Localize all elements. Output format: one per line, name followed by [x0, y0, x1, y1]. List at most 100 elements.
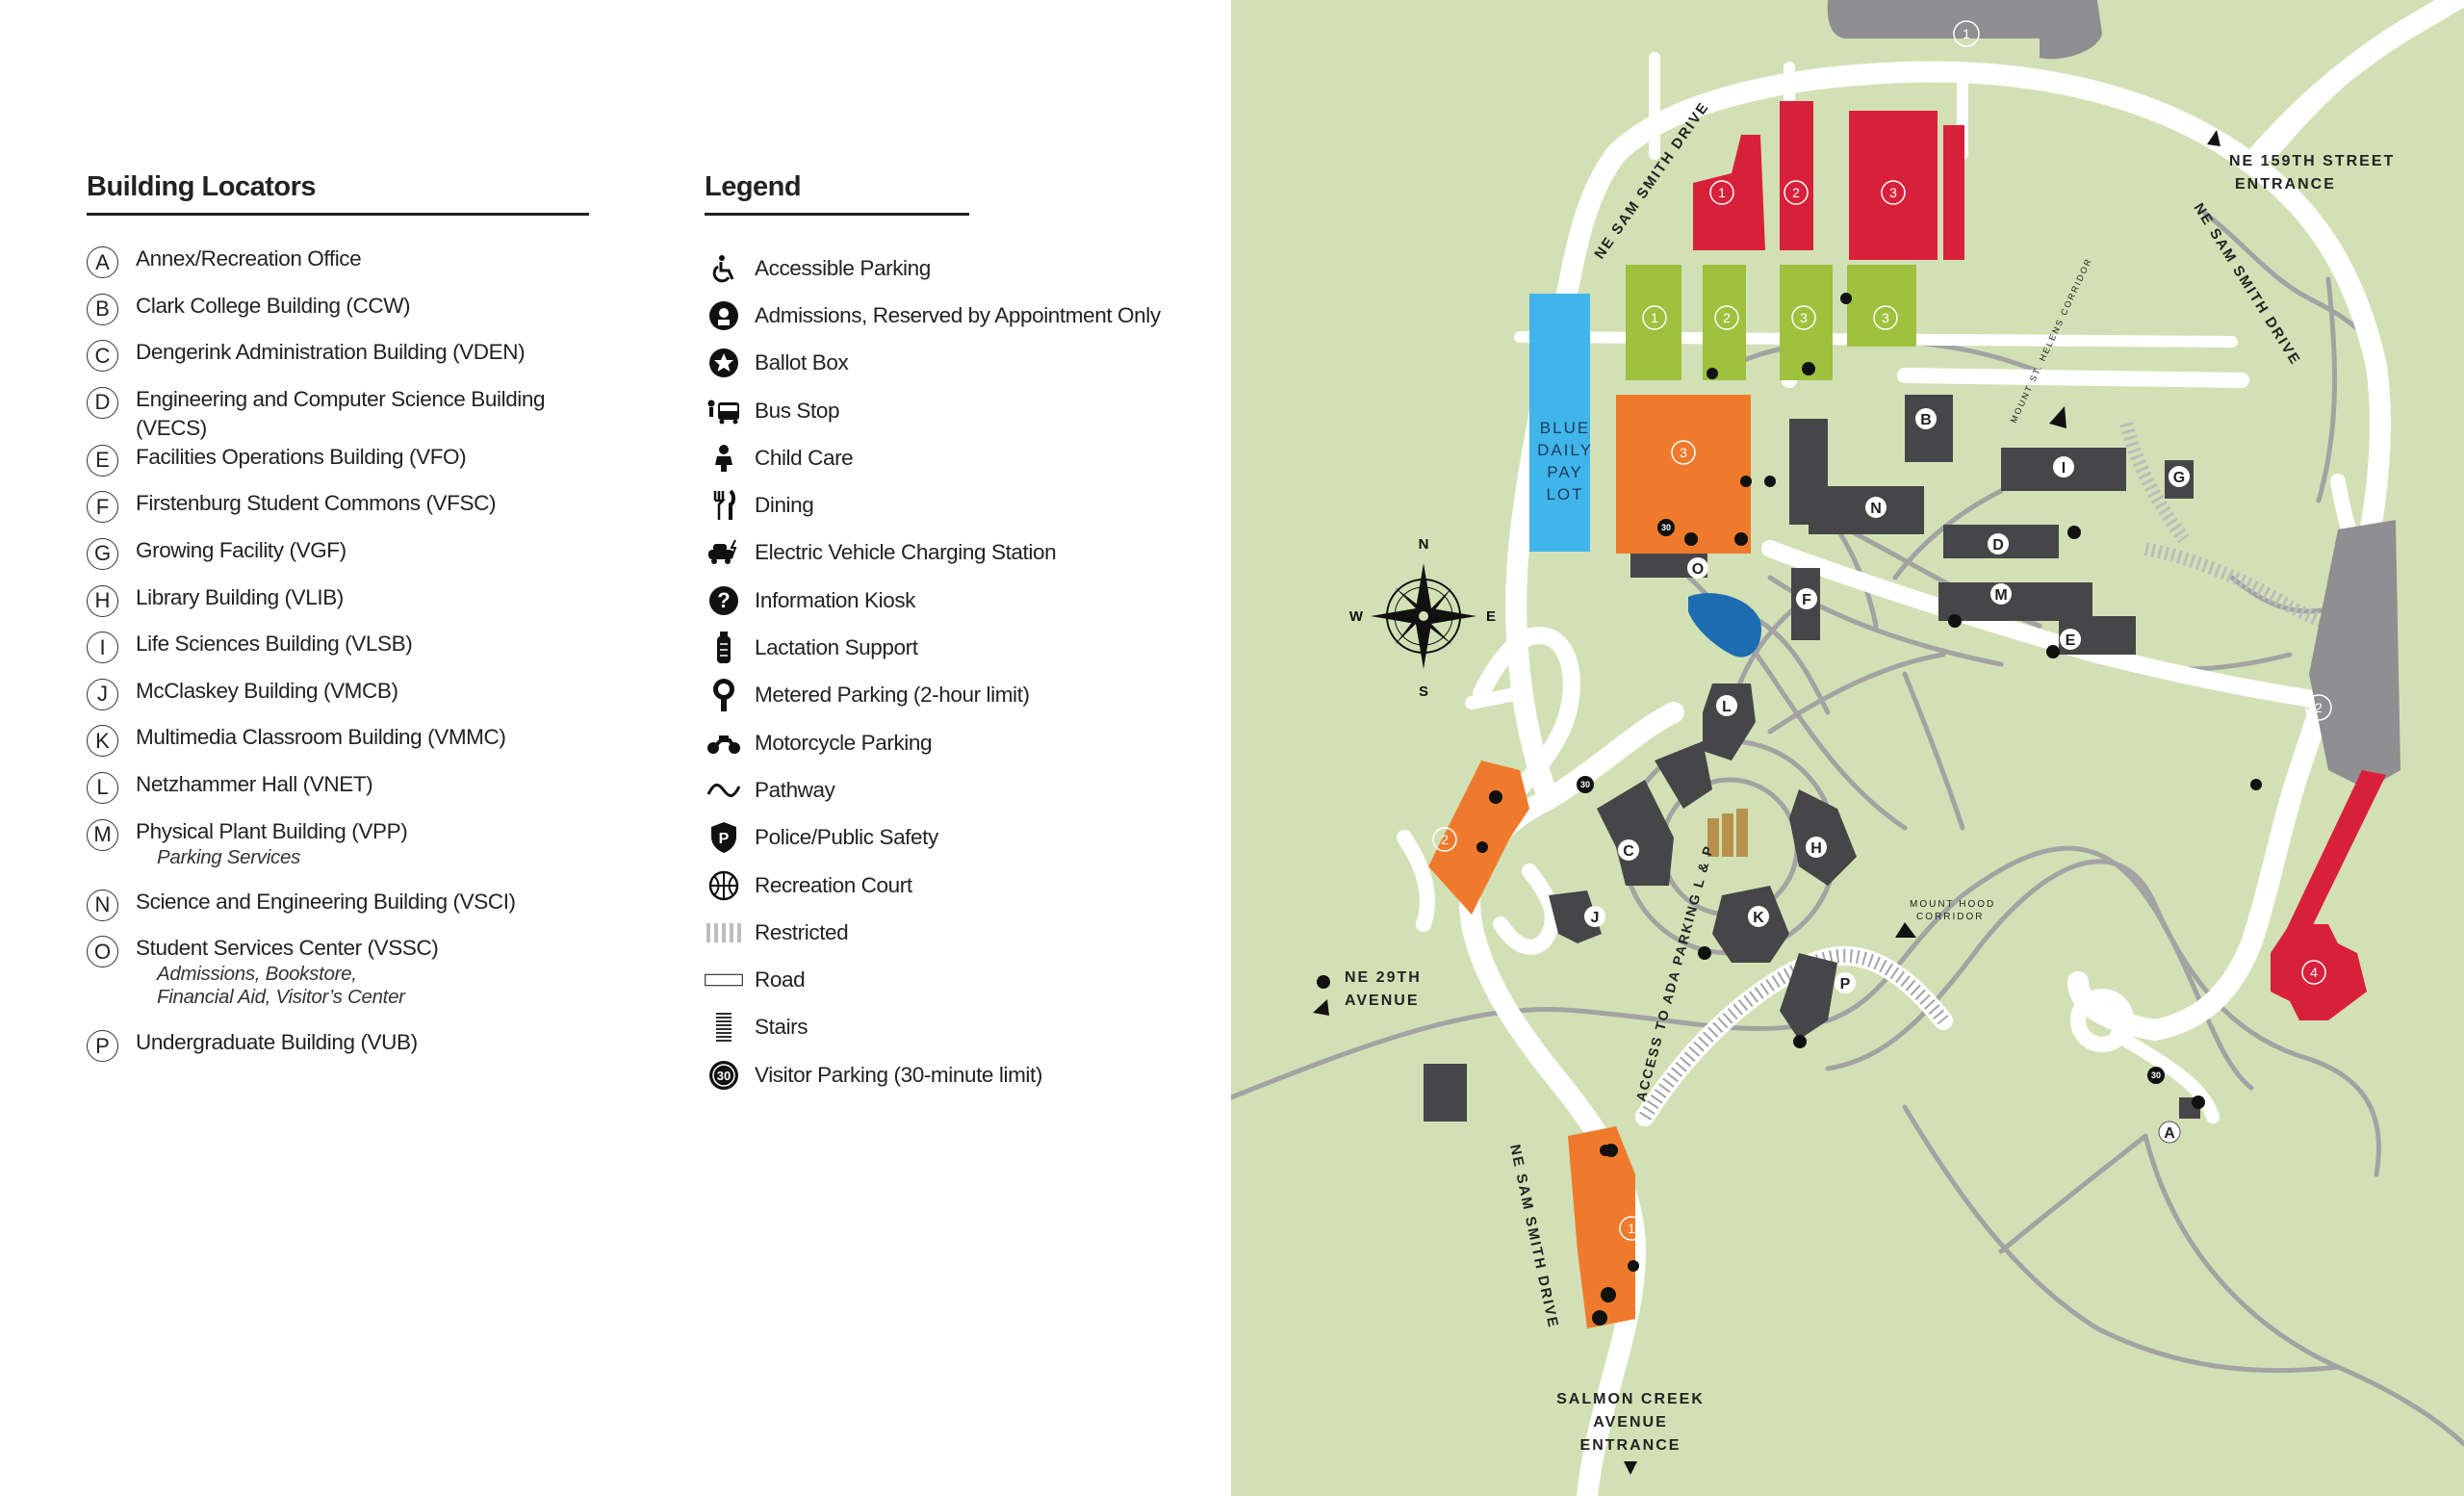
- locator-item-k[interactable]: K Multimedia Classroom Building (VMMC): [87, 723, 589, 770]
- building-n-marker[interactable]: N: [1870, 501, 1882, 517]
- building-c-marker[interactable]: C: [1623, 843, 1634, 860]
- compass-s: S: [1419, 684, 1428, 700]
- ev-charging-icon: [705, 533, 743, 572]
- building-i-marker[interactable]: I: [2062, 460, 2066, 477]
- locator-letter-badge: J: [87, 678, 118, 710]
- compass-n: N: [1419, 536, 1429, 553]
- locator-letter-badge: H: [87, 584, 118, 617]
- building-g-marker[interactable]: G: [2173, 470, 2185, 486]
- locator-text: Multimedia Classroom Building (VMMC): [136, 723, 506, 752]
- map-background: [1231, 0, 2464, 1496]
- locator-letter-badge: N: [87, 889, 118, 921]
- mt-hood-corridor-label-2: CORRIDOR: [1916, 912, 1984, 922]
- orange-lot-1: [1568, 1126, 1635, 1328]
- locator-name: Growing Facility (VGF): [136, 537, 346, 562]
- legend-label: Restricted: [755, 919, 849, 944]
- gray-lot-2-number: 2: [2315, 700, 2323, 715]
- legend-item: Dining: [705, 481, 1167, 529]
- blue-lot-label-line1: BLUE: [1540, 419, 1590, 437]
- legend-label: Lactation Support: [755, 635, 918, 660]
- campus-map[interactable]: 1 2 1 2 3 4 1 2 3 3 3 2 1 BLUE DAILY PAY…: [1231, 0, 2464, 1496]
- locator-letter-badge: K: [87, 725, 118, 758]
- locator-letter-badge: P: [87, 1030, 118, 1063]
- green-lot-1-number: 1: [1651, 310, 1658, 325]
- locator-name: Annex/Recreation Office: [136, 246, 362, 271]
- legend-heading: Legend: [705, 171, 969, 216]
- building-f-marker[interactable]: F: [1802, 592, 1811, 608]
- legend-label: Electric Vehicle Charging Station: [755, 540, 1057, 565]
- ne-159th-label-2: ENTRANCE: [2235, 176, 2336, 193]
- locator-item-h[interactable]: H Library Building (VLIB): [87, 583, 589, 631]
- legend-label: Pathway: [755, 777, 835, 802]
- legend-label: Accessible Parking: [755, 255, 931, 280]
- building-l-marker[interactable]: L: [1722, 699, 1732, 715]
- accessible-icon: [1802, 362, 1815, 375]
- building-h-marker[interactable]: H: [1810, 840, 1822, 857]
- locator-name: Library Building (VLIB): [136, 584, 344, 609]
- locator-subtitle: Admissions, Bookstore,: [157, 963, 357, 986]
- building-k-marker[interactable]: K: [1753, 910, 1764, 926]
- ball-icon: [705, 866, 743, 905]
- building-a-marker[interactable]: A: [2164, 1125, 2175, 1142]
- motorcycle-icon: [1628, 1260, 1639, 1272]
- orange-lot-3-number: 3: [1680, 445, 1687, 460]
- green-lot-3b-number: 3: [1882, 310, 1889, 325]
- blue-lot-label-line4: LOT: [1546, 485, 1583, 503]
- building-h-shape: [1789, 789, 1857, 886]
- locator-item-n[interactable]: N Science and Engineering Building (VSCI): [87, 888, 589, 935]
- locator-text: Science and Engineering Building (VSCI): [136, 888, 516, 916]
- child-icon: [705, 439, 743, 477]
- locator-text: Annex/Recreation Office: [136, 245, 362, 273]
- locator-subtitle: Financial Aid, Visitor’s Center: [157, 986, 405, 1009]
- red-lot-2: [1780, 101, 1813, 250]
- locator-name: McClaskey Building (VMCB): [136, 678, 398, 703]
- building-p-shape: [1780, 953, 1837, 1040]
- building-d-marker[interactable]: D: [1992, 537, 2004, 554]
- gray-lot-1: [1827, 0, 2102, 60]
- building-b-marker[interactable]: B: [1920, 412, 1932, 428]
- motorcycle-icon: [2250, 779, 2262, 790]
- green-lot-3a-number: 3: [1800, 310, 1808, 325]
- building-m-marker[interactable]: M: [1994, 587, 2007, 604]
- locator-name: Dengerink Administration Building (VDEN): [136, 340, 526, 365]
- building-p-marker[interactable]: P: [1840, 976, 1851, 993]
- building-j-marker[interactable]: J: [1591, 910, 1600, 926]
- svg-text:30: 30: [717, 1069, 731, 1083]
- orange-lot-2: [1428, 761, 1529, 915]
- police-icon: [1764, 476, 1776, 487]
- legend-item: ?Information Kiosk: [705, 577, 1167, 624]
- police-icon: P: [705, 818, 743, 857]
- locator-text: Undergraduate Building (VUB): [136, 1028, 418, 1057]
- locator-item-j[interactable]: J McClaskey Building (VMCB): [87, 677, 589, 724]
- locator-name: Physical Plant Building (VPP): [136, 818, 408, 843]
- locator-item-p[interactable]: P Undergraduate Building (VUB): [87, 1028, 589, 1075]
- mt-hood-corridor-label-1: MOUNT HOOD: [1910, 899, 1995, 910]
- building-e-marker[interactable]: E: [2066, 632, 2076, 649]
- legend-item: Ballot Box: [705, 340, 1167, 387]
- locator-name: Student Services Center (VSSC): [136, 936, 439, 961]
- building-m-shape: [1938, 582, 2092, 621]
- salmon-creek-label-1: SALMON CREEK: [1556, 1391, 1705, 1407]
- ne-29th-label-1: NE 29TH: [1345, 969, 1422, 986]
- locator-text: Facilities Operations Building (VFO): [136, 443, 467, 472]
- building-o-marker[interactable]: O: [1692, 561, 1704, 578]
- legend-label: Admissions, Reserved by Appointment Only: [755, 302, 1161, 327]
- pathway-icon: [705, 771, 743, 810]
- green-lot-1: [1626, 265, 1681, 380]
- red-lot-4-number: 4: [2310, 965, 2318, 980]
- building-c-shape: [1597, 780, 1674, 886]
- accessible-icon: [705, 249, 743, 288]
